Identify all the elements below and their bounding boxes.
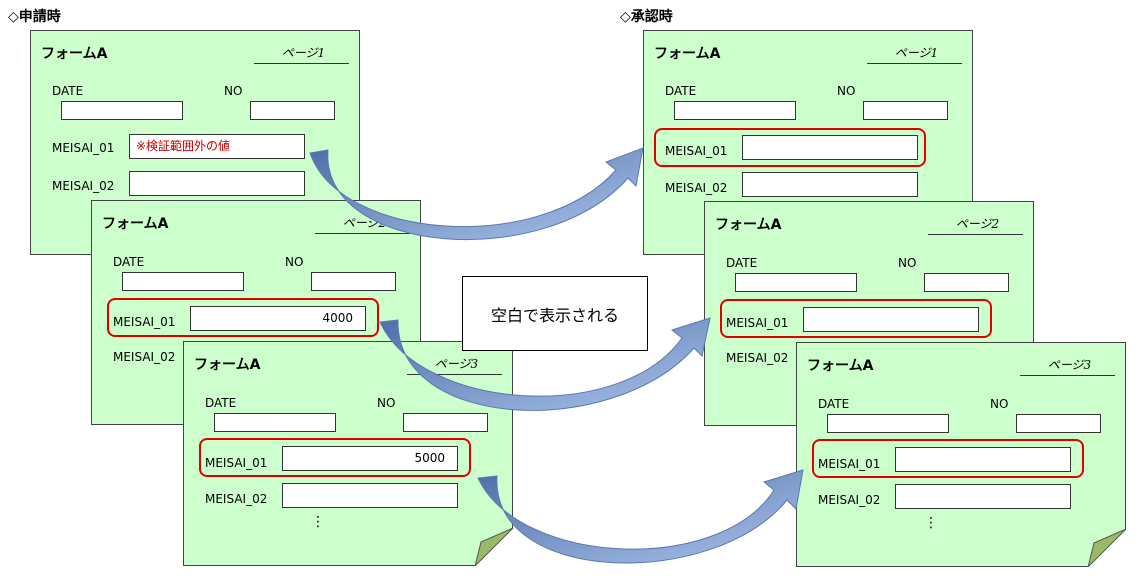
page-label: ページ1 <box>894 46 939 60</box>
no-label: NO <box>377 396 396 410</box>
meisai01-highlight <box>654 128 926 167</box>
date-label: DATE <box>818 397 850 411</box>
arrow-page1 <box>309 147 644 241</box>
form-title: フォームA <box>807 358 874 374</box>
page-underline <box>928 234 1023 235</box>
approve-section-title: ◇承認時 <box>620 9 673 25</box>
meisai02-field[interactable] <box>895 484 1071 509</box>
date-label: DATE <box>665 84 697 98</box>
form-title: フォームA <box>194 357 261 373</box>
no-label: NO <box>224 84 243 98</box>
page-fold-icon <box>1088 529 1126 567</box>
no-field[interactable] <box>1016 414 1101 433</box>
page-label: ページ2 <box>955 217 1000 231</box>
no-field[interactable] <box>403 413 488 432</box>
continuation-dots: ⋮ <box>311 514 325 530</box>
no-label: NO <box>837 84 856 98</box>
page-label: ページ3 <box>434 357 479 371</box>
meisai01-field[interactable]: 4000 <box>190 306 366 331</box>
meisai02-field[interactable] <box>129 171 305 196</box>
date-field[interactable] <box>735 273 857 292</box>
continuation-dots: ⋮ <box>924 515 938 531</box>
meisai02-label: MEISAI_02 <box>818 493 881 507</box>
no-label: NO <box>898 256 917 270</box>
meisai02-label: MEISAI_02 <box>665 181 728 195</box>
meisai02-label: MEISAI_02 <box>726 351 789 365</box>
no-field[interactable] <box>924 273 1009 292</box>
meisai01-label: MEISAI_01 <box>818 457 881 471</box>
date-label: DATE <box>205 396 237 410</box>
meisai01-label: MEISAI_01 <box>726 316 789 330</box>
date-field[interactable] <box>827 414 949 433</box>
meisai02-field[interactable] <box>742 172 918 197</box>
page-label: ページ1 <box>281 46 326 60</box>
meisai01-label: MEISAI_01 <box>52 141 115 155</box>
page-label: ページ3 <box>1047 358 1092 372</box>
arrow-page3 <box>477 469 804 564</box>
date-field[interactable] <box>61 101 183 120</box>
meisai01-highlight <box>720 299 992 338</box>
page-underline <box>407 374 502 375</box>
blank-display-callout: 空白で表示される <box>462 276 648 351</box>
date-field[interactable] <box>122 272 244 291</box>
meisai01-field[interactable] <box>803 307 979 332</box>
no-label: NO <box>285 255 304 269</box>
meisai01-label: MEISAI_01 <box>205 456 268 470</box>
meisai01-field[interactable]: 5000 <box>282 446 458 471</box>
no-field[interactable] <box>311 272 396 291</box>
meisai02-label: MEISAI_02 <box>205 492 268 506</box>
page-underline <box>1020 375 1115 376</box>
apply-form-page3: フォームA ページ3 DATE NO MEISAI_01 5000 MEISAI… <box>183 341 513 566</box>
approve-form-page3: フォームA ページ3 DATE NO MEISAI_01 MEISAI_02 ⋮ <box>796 342 1126 567</box>
meisai02-label: MEISAI_02 <box>52 179 115 193</box>
meisai02-field[interactable] <box>282 483 458 508</box>
meisai01-field[interactable] <box>895 447 1071 472</box>
date-label: DATE <box>52 84 84 98</box>
meisai01-label: MEISAI_01 <box>113 315 176 329</box>
date-label: DATE <box>113 255 145 269</box>
form-title: フォームA <box>41 46 108 62</box>
meisai01-highlight <box>812 439 1084 478</box>
form-title: フォームA <box>102 216 169 232</box>
form-title: フォームA <box>654 46 721 62</box>
meisai01-field[interactable]: ※検証範囲外の値 <box>129 134 305 159</box>
apply-section-title: ◇申請時 <box>8 9 61 25</box>
meisai02-label: MEISAI_02 <box>113 350 176 364</box>
page-underline <box>867 63 962 64</box>
no-field[interactable] <box>250 101 335 120</box>
meisai01-field[interactable] <box>742 135 918 160</box>
meisai01-label: MEISAI_01 <box>665 144 728 158</box>
meisai01-highlight <box>107 298 379 337</box>
date-field[interactable] <box>214 413 336 432</box>
date-label: DATE <box>726 256 758 270</box>
page-fold-icon <box>475 528 513 566</box>
date-field[interactable] <box>674 101 796 120</box>
meisai01-highlight <box>199 438 471 477</box>
page-underline <box>315 233 410 234</box>
arrow-page2 <box>379 317 711 411</box>
form-title: フォームA <box>715 217 782 233</box>
page-underline <box>254 63 349 64</box>
no-field[interactable] <box>863 101 948 120</box>
no-label: NO <box>990 397 1009 411</box>
